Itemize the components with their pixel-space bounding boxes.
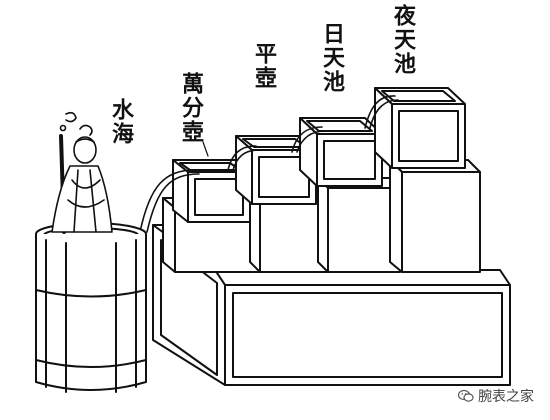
water-barrel xyxy=(35,222,147,393)
tank-yetianchi xyxy=(374,87,466,169)
watermark: 腕表之家 xyxy=(458,386,534,406)
label-yetianchi: 夜天池 xyxy=(390,4,416,76)
watermark-text: 腕表之家 xyxy=(478,389,534,405)
label-ritianchi: 日天池 xyxy=(319,22,345,94)
label-leaders xyxy=(202,141,209,157)
label-wanfenhu: 萬分壺 xyxy=(178,72,204,144)
siphon-pipes xyxy=(139,95,399,233)
wechat-icon xyxy=(458,389,474,402)
tier4-block xyxy=(389,159,481,273)
tank-pinghu xyxy=(235,135,317,205)
tank-ritianchi xyxy=(299,117,383,187)
attendant-figure xyxy=(51,111,113,234)
label-shuihai: 水海 xyxy=(108,98,134,146)
label-pinghu: 平壺 xyxy=(251,42,277,90)
tier3-block xyxy=(317,177,401,273)
